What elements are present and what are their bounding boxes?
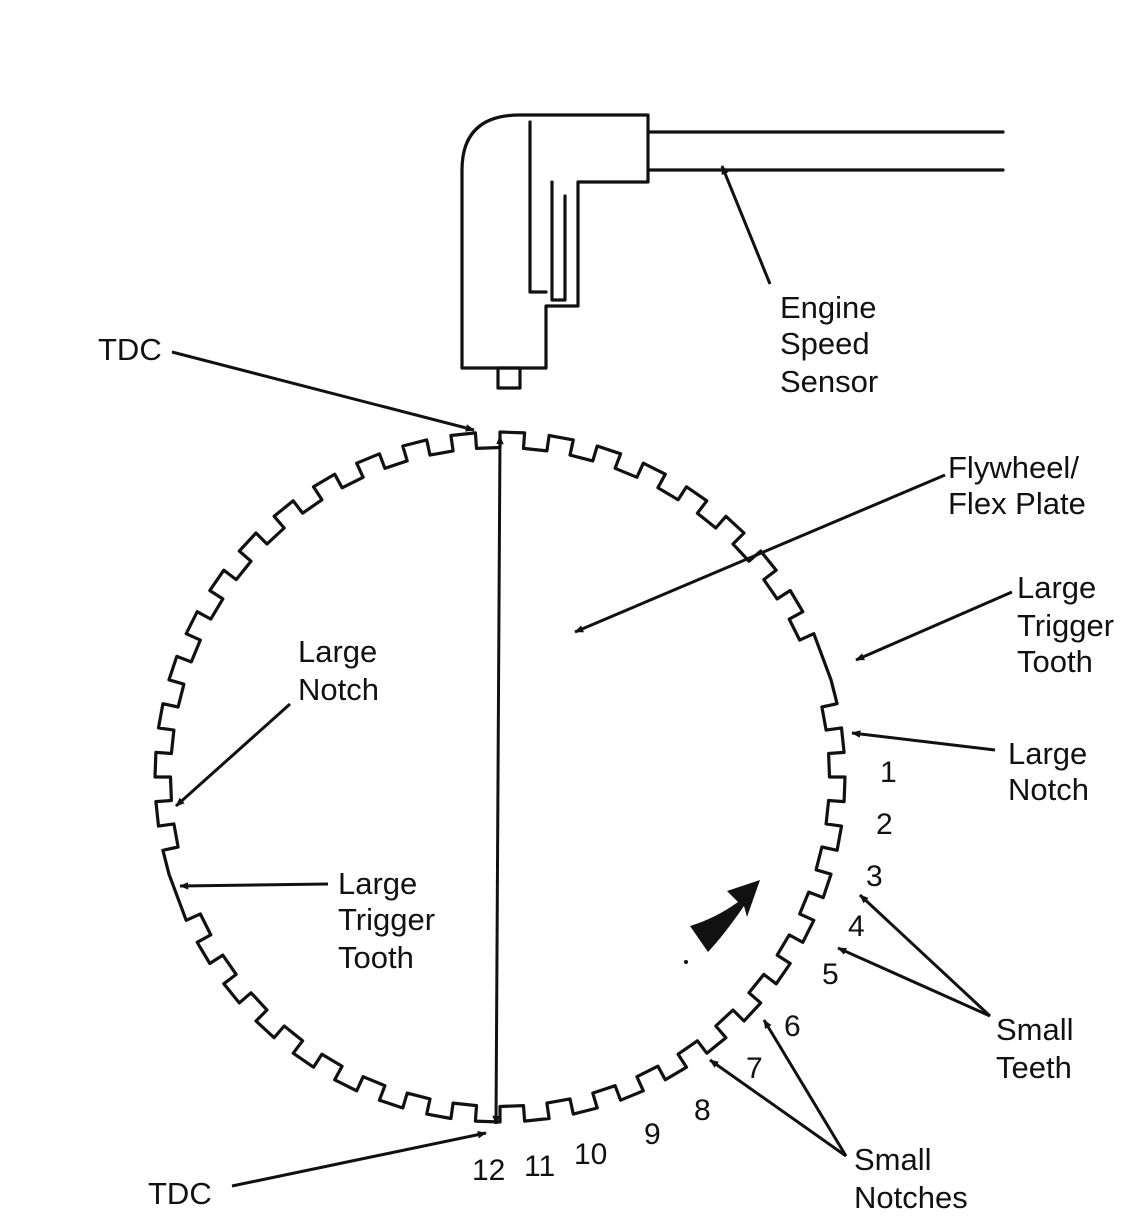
notch-left-label-line2: Notch bbox=[298, 672, 379, 707]
small-notches-label-line2: Notches bbox=[854, 1180, 968, 1215]
tooth-number-7: 7 bbox=[746, 1052, 763, 1085]
notch-left-pointer bbox=[174, 702, 292, 808]
tooth-number-2: 2 bbox=[876, 808, 893, 841]
tooth-number-10: 10 bbox=[574, 1138, 607, 1171]
flywheel-pointer bbox=[574, 473, 946, 634]
tooth-number-1: 1 bbox=[880, 756, 897, 789]
rotation-arrow-icon bbox=[690, 880, 760, 952]
small-teeth-pointer-a bbox=[858, 893, 992, 1018]
tooth-number-12: 12 bbox=[472, 1154, 505, 1187]
tdc-bottom-label: TDC bbox=[148, 1176, 212, 1211]
sensor-pointer bbox=[720, 165, 772, 285]
trigger-left-label-line2: Trigger bbox=[338, 902, 435, 937]
small-teeth-pointer-b bbox=[837, 946, 991, 1018]
sensor-label-line1: Engine bbox=[780, 290, 877, 325]
trigger-right-pointer bbox=[855, 590, 1013, 662]
small-notches-label-line1: Small bbox=[854, 1142, 932, 1177]
tdc-top-pointer bbox=[171, 350, 475, 432]
tdc-center-line bbox=[492, 435, 504, 1125]
tooth-number-11: 11 bbox=[524, 1150, 555, 1183]
trigger-right-label-line1: Large bbox=[1017, 570, 1096, 605]
tooth-number-6: 6 bbox=[784, 1010, 801, 1043]
tooth-number-3: 3 bbox=[866, 860, 883, 893]
tdc-bottom-pointer bbox=[231, 1131, 487, 1188]
tooth-number-9: 9 bbox=[644, 1118, 661, 1151]
speed-sensor-icon bbox=[460, 113, 1005, 390]
small-teeth-label-line2: Teeth bbox=[996, 1050, 1072, 1085]
notch-right-pointer bbox=[851, 730, 996, 752]
notch-right-label-line2: Notch bbox=[1008, 772, 1089, 807]
sensor-label-line3: Sensor bbox=[780, 364, 878, 399]
small-teeth-label-line1: Small bbox=[996, 1012, 1074, 1047]
notch-right-label-line1: Large bbox=[1008, 736, 1087, 771]
trigger-left-label-line1: Large bbox=[338, 866, 417, 901]
trigger-left-label-line3: Tooth bbox=[338, 940, 414, 975]
tooth-number-5: 5 bbox=[822, 958, 839, 991]
flywheel-label-line2: Flex Plate bbox=[948, 486, 1086, 521]
sensor-label-line2: Speed bbox=[780, 326, 870, 361]
small-notches-pointer-b bbox=[709, 1058, 847, 1158]
tooth-number-8: 8 bbox=[694, 1094, 711, 1127]
trigger-right-label-line3: Tooth bbox=[1017, 644, 1093, 679]
trigger-left-pointer bbox=[179, 882, 329, 890]
notch-left-label-line1: Large bbox=[298, 634, 377, 669]
trigger-right-label-line2: Trigger bbox=[1017, 608, 1114, 643]
small-notches-pointer-a bbox=[762, 1019, 848, 1157]
flywheel-label-line1: Flywheel/ bbox=[948, 450, 1079, 485]
tooth-number-4: 4 bbox=[848, 910, 865, 943]
tdc-top-label: TDC bbox=[98, 332, 162, 367]
